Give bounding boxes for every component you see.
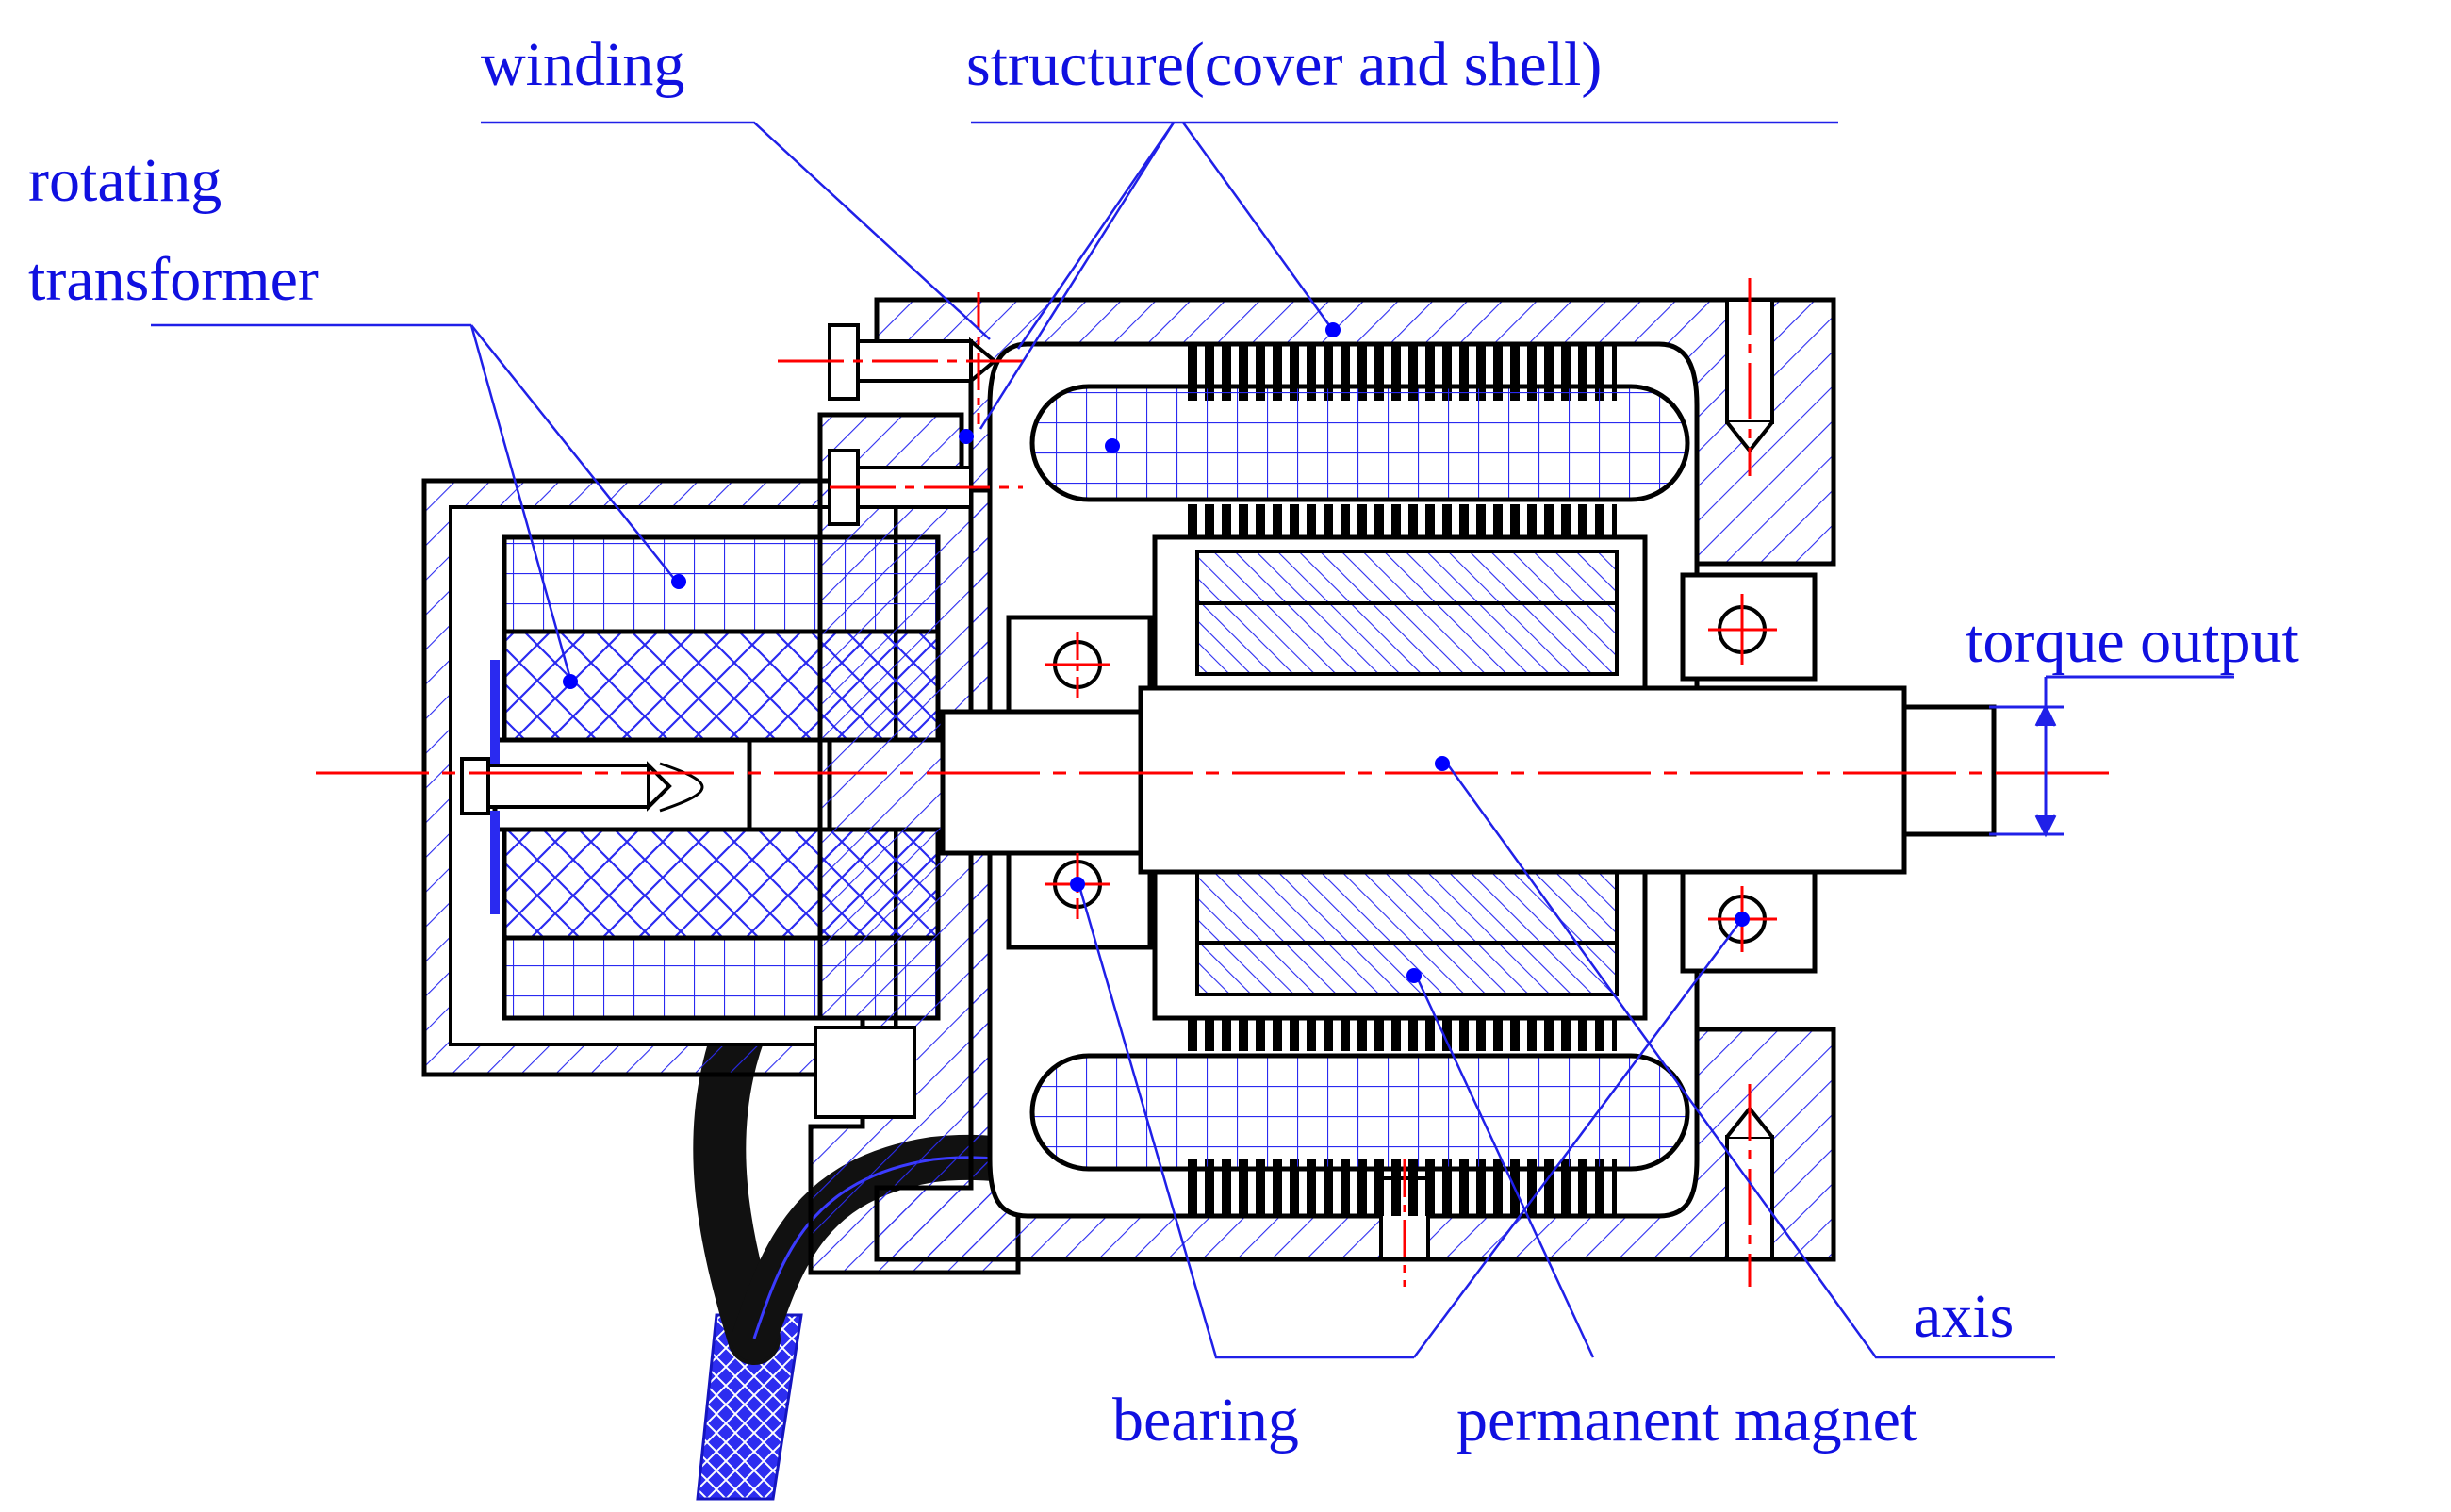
- label-torque-output: torque output: [1966, 607, 2299, 676]
- label-transformer: transformer: [28, 245, 319, 314]
- leader-lines: [151, 121, 2055, 1359]
- stator-winding: [1029, 384, 1690, 1172]
- torque-dimension: [1989, 675, 2234, 838]
- label-permanent-magnet: permanent magnet: [1456, 1386, 1917, 1454]
- label-bearing: bearing: [1112, 1386, 1299, 1454]
- label-structure: structure(cover and shell): [966, 30, 1602, 99]
- shaft: [940, 685, 1997, 875]
- label-rotating: rotating: [28, 146, 222, 215]
- rotor-magnets: [1152, 534, 1648, 1021]
- leader-dots: [563, 322, 1750, 983]
- label-axis: axis: [1914, 1282, 2014, 1351]
- label-winding: winding: [481, 30, 684, 99]
- mounting-flange: [808, 412, 1021, 1275]
